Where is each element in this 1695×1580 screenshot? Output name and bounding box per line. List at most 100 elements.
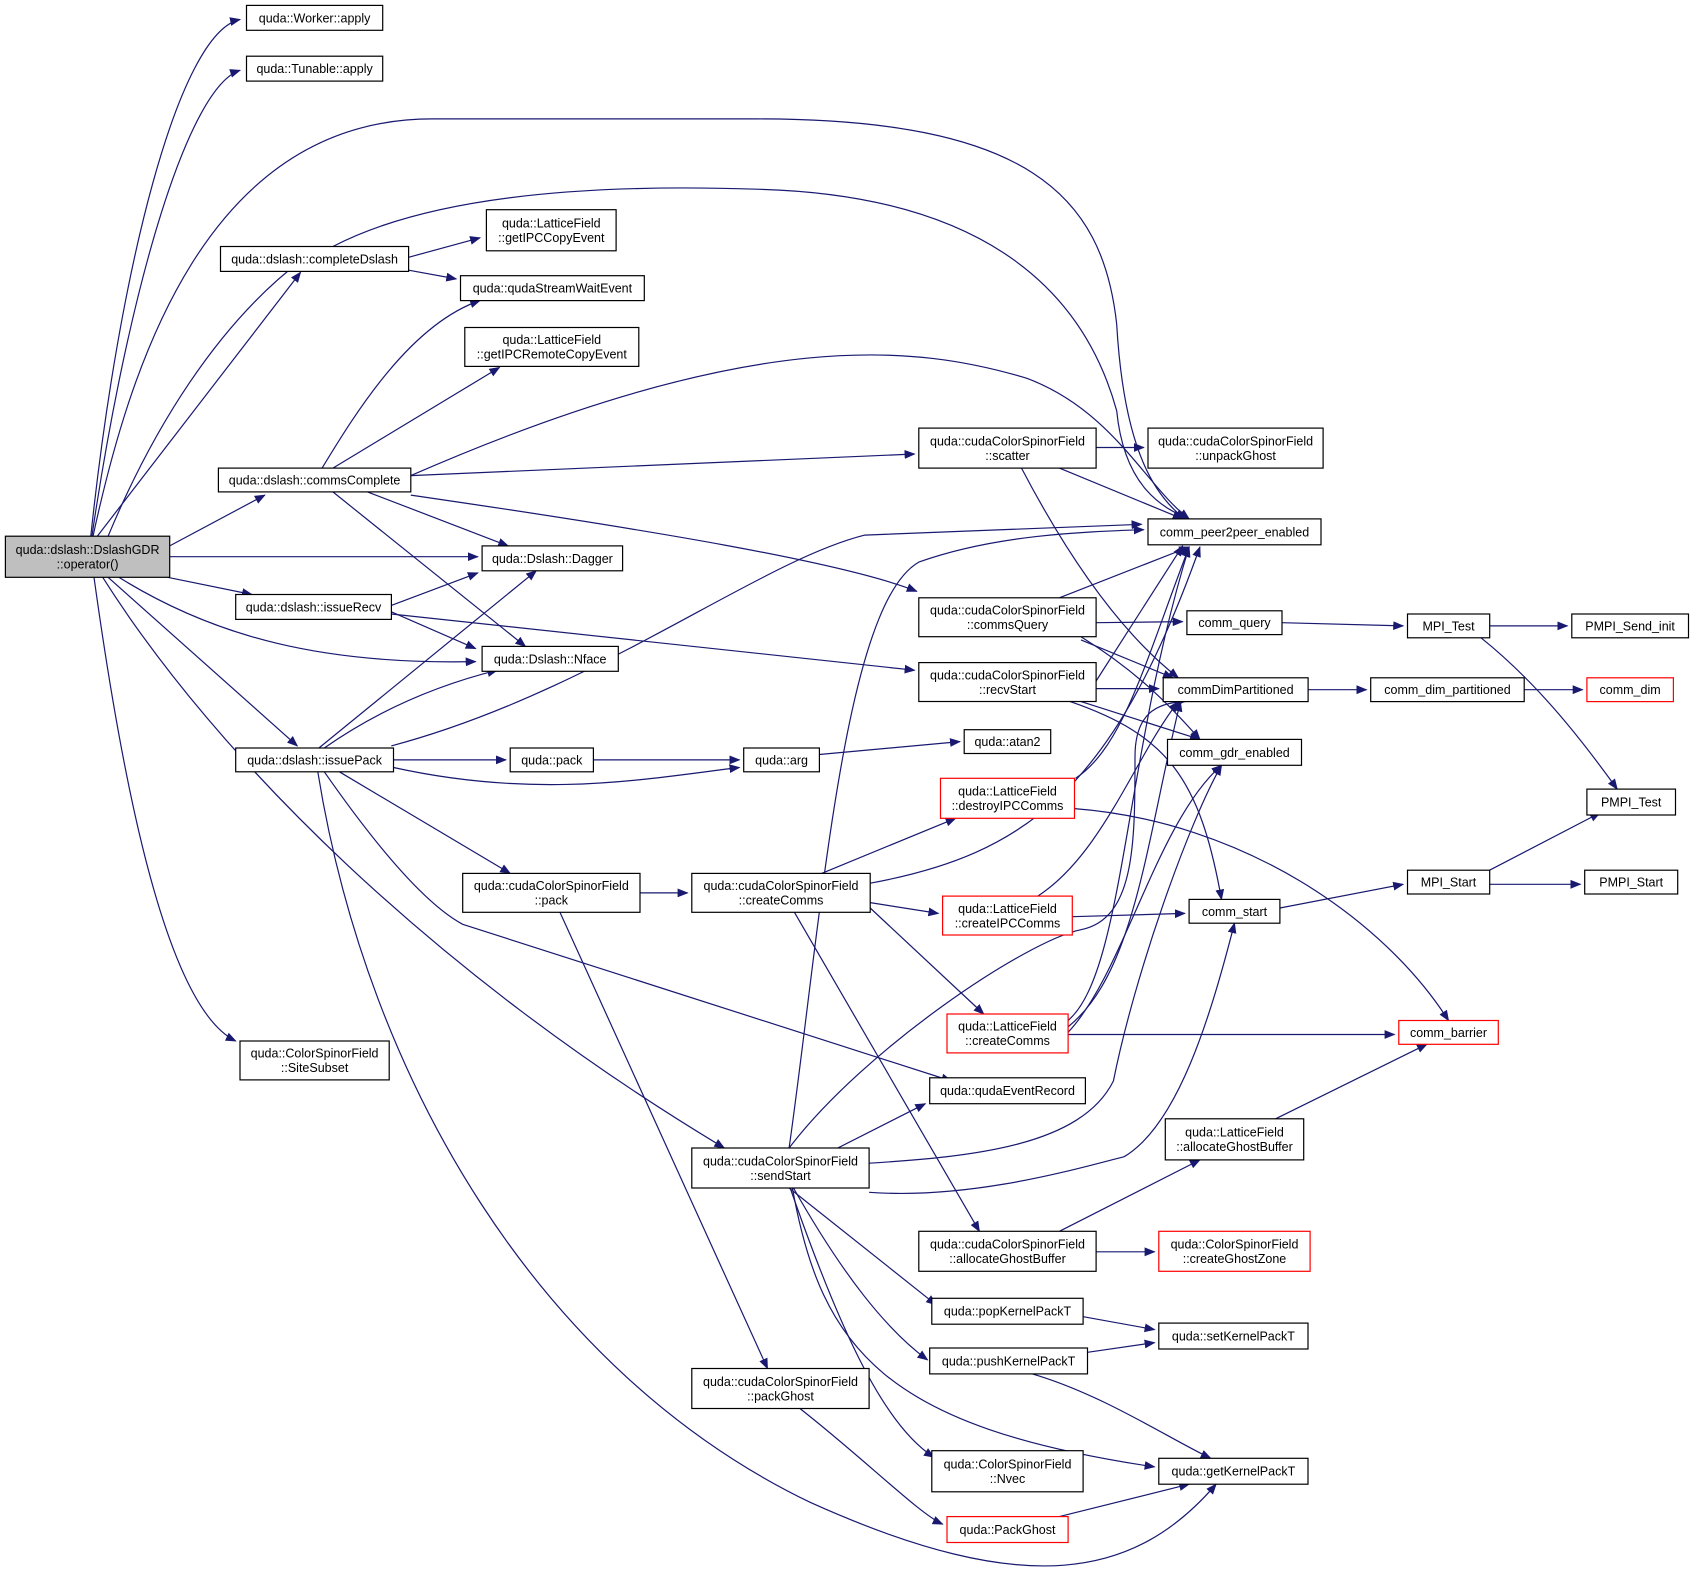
node-box[interactable]	[217, 467, 412, 493]
graph-node-comm_dim[interactable]: comm_dim	[1586, 677, 1675, 703]
graph-node-comm_query[interactable]: comm_query	[1186, 610, 1283, 636]
graph-node-getIPCCopyEvent[interactable]: quda::LatticeField::getIPCCopyEvent	[485, 209, 617, 252]
graph-node-pmpi_test[interactable]: PMPI_Test	[1586, 788, 1677, 816]
graph-node-destroyIPCComms[interactable]: quda::LatticeField::destroyIPCComms	[939, 777, 1076, 819]
graph-node-gdr_enabled[interactable]: comm_gdr_enabled	[1166, 738, 1303, 766]
node-box[interactable]	[245, 55, 384, 82]
node-box[interactable]	[1406, 613, 1491, 639]
node-box[interactable]	[1586, 677, 1675, 703]
node-box[interactable]	[1166, 738, 1303, 766]
node-box[interactable]	[459, 275, 645, 302]
node-box[interactable]	[918, 597, 1097, 638]
graph-node-mpi_test[interactable]: MPI_Test	[1406, 613, 1491, 639]
node-box[interactable]	[1162, 677, 1309, 703]
graph-node-issueRecv[interactable]: quda::dslash::issueRecv	[235, 593, 392, 620]
node-box[interactable]	[481, 545, 624, 572]
graph-node-nface[interactable]: quda::Dslash::Nface	[481, 645, 619, 672]
graph-node-qudaEventRecord[interactable]: quda::qudaEventRecord	[929, 1077, 1087, 1105]
node-box[interactable]	[1406, 869, 1491, 895]
node-box[interactable]	[918, 1230, 1097, 1272]
graph-node-commDimPartitioned[interactable]: commDimPartitioned	[1162, 677, 1309, 703]
graph-node-sendStart[interactable]: quda::cudaColorSpinorField::sendStart	[691, 1147, 870, 1189]
node-box[interactable]	[485, 209, 617, 252]
node-box[interactable]	[1147, 518, 1322, 546]
node-box[interactable]	[464, 326, 640, 368]
graph-node-pmpi_start[interactable]: PMPI_Start	[1584, 869, 1679, 895]
graph-node-root[interactable]: quda::dslash::DslashGDR::operator()	[4, 535, 171, 578]
graph-node-setKernelPackT[interactable]: quda::setKernelPackT	[1158, 1322, 1309, 1350]
node-box[interactable]	[219, 245, 410, 272]
graph-node-csf_pack[interactable]: quda::cudaColorSpinorField::pack	[462, 872, 641, 913]
graph-node-pack_fn[interactable]: quda::pack	[509, 747, 595, 773]
graph-node-commsComplete[interactable]: quda::dslash::commsComplete	[217, 467, 412, 493]
graph-node-pmpi_send_init[interactable]: PMPI_Send_init	[1571, 613, 1690, 639]
node-box[interactable]	[929, 1077, 1087, 1105]
node-box[interactable]	[1164, 1118, 1305, 1161]
node-box[interactable]	[509, 747, 595, 773]
node-box[interactable]	[931, 1450, 1084, 1493]
node-box[interactable]	[1188, 898, 1281, 924]
node-box[interactable]	[1158, 1322, 1309, 1350]
graph-node-createIPCComms[interactable]: quda::LatticeField::createIPCComms	[941, 895, 1073, 936]
graph-node-commsQuery[interactable]: quda::cudaColorSpinorField::commsQuery	[918, 597, 1097, 638]
graph-node-packGhost[interactable]: quda::cudaColorSpinorField::packGhost	[691, 1367, 870, 1410]
graph-node-worker_apply[interactable]: quda::Worker::apply	[245, 4, 384, 31]
node-box[interactable]	[245, 4, 384, 31]
node-box[interactable]	[4, 535, 171, 578]
node-box[interactable]	[918, 661, 1097, 703]
node-box[interactable]	[691, 1367, 870, 1410]
graph-node-lf_createComms[interactable]: quda::LatticeField::createComms	[946, 1013, 1069, 1054]
graph-node-nvec[interactable]: quda::ColorSpinorField::Nvec	[931, 1450, 1084, 1493]
node-box[interactable]	[1158, 1230, 1311, 1272]
graph-node-popKernelPackT[interactable]: quda::popKernelPackT	[931, 1297, 1084, 1325]
graph-node-completeDslash[interactable]: quda::dslash::completeDslash	[219, 245, 410, 272]
graph-node-pushKernelPackT[interactable]: quda::pushKernelPackT	[929, 1347, 1089, 1375]
graph-node-getKernelPackT[interactable]: quda::getKernelPackT	[1158, 1457, 1309, 1485]
graph-node-dagger[interactable]: quda::Dslash::Dagger	[481, 545, 624, 572]
graph-node-createGhostZone[interactable]: quda::ColorSpinorField::createGhostZone	[1158, 1230, 1311, 1272]
node-box[interactable]	[931, 1297, 1084, 1325]
graph-node-createComms[interactable]: quda::cudaColorSpinorField::createComms	[691, 872, 871, 913]
graph-node-csf_allocGhost[interactable]: quda::cudaColorSpinorField::allocateGhos…	[918, 1230, 1097, 1272]
node-box[interactable]	[462, 872, 641, 913]
graph-node-siteSubset[interactable]: quda::ColorSpinorField::SiteSubset	[239, 1040, 390, 1081]
node-box[interactable]	[1370, 677, 1525, 703]
node-box[interactable]	[1147, 427, 1324, 469]
node-box[interactable]	[743, 747, 821, 773]
graph-node-comm_barrier[interactable]: comm_barrier	[1398, 1019, 1499, 1045]
graph-node-comm_dim_partitioned[interactable]: comm_dim_partitioned	[1370, 677, 1525, 703]
graph-node-comm_start[interactable]: comm_start	[1188, 898, 1281, 924]
node-box[interactable]	[929, 1347, 1089, 1375]
node-box[interactable]	[691, 872, 871, 913]
node-box[interactable]	[1571, 613, 1690, 639]
node-box[interactable]	[235, 593, 392, 620]
node-box[interactable]	[1398, 1019, 1499, 1045]
graph-node-peer2peer[interactable]: comm_peer2peer_enabled	[1147, 518, 1322, 546]
graph-node-lf_allocGhost[interactable]: quda::LatticeField::allocateGhostBuffer	[1164, 1118, 1305, 1161]
graph-node-mpi_start[interactable]: MPI_Start	[1406, 869, 1491, 895]
graph-node-unpackGhost[interactable]: quda::cudaColorSpinorField::unpackGhost	[1147, 427, 1324, 469]
node-box[interactable]	[963, 729, 1052, 755]
graph-node-qudaStreamWaitEvent[interactable]: quda::qudaStreamWaitEvent	[459, 275, 645, 302]
graph-node-atan2[interactable]: quda::atan2	[963, 729, 1052, 755]
node-box[interactable]	[939, 777, 1076, 819]
graph-node-issuePack[interactable]: quda::dslash::issuePack	[235, 747, 395, 773]
node-box[interactable]	[1186, 610, 1283, 636]
node-box[interactable]	[941, 895, 1073, 936]
node-box[interactable]	[239, 1040, 390, 1081]
node-box[interactable]	[481, 645, 619, 672]
graph-node-arg[interactable]: quda::arg	[743, 747, 821, 773]
node-box[interactable]	[1158, 1457, 1309, 1485]
node-box[interactable]	[1586, 788, 1677, 816]
graph-node-tunable_apply[interactable]: quda::Tunable::apply	[245, 55, 384, 82]
node-box[interactable]	[918, 427, 1097, 469]
graph-node-scatter[interactable]: quda::cudaColorSpinorField::scatter	[918, 427, 1097, 469]
node-box[interactable]	[1584, 869, 1679, 895]
graph-node-getIPCRemoteCopyEvent[interactable]: quda::LatticeField::getIPCRemoteCopyEven…	[464, 326, 640, 368]
graph-node-recvStart[interactable]: quda::cudaColorSpinorField::recvStart	[918, 661, 1097, 703]
node-box[interactable]	[691, 1147, 870, 1189]
node-box[interactable]	[235, 747, 395, 773]
node-box[interactable]	[946, 1515, 1069, 1544]
graph-node-PackGhost[interactable]: quda::PackGhost	[946, 1515, 1069, 1544]
node-box[interactable]	[946, 1013, 1069, 1054]
